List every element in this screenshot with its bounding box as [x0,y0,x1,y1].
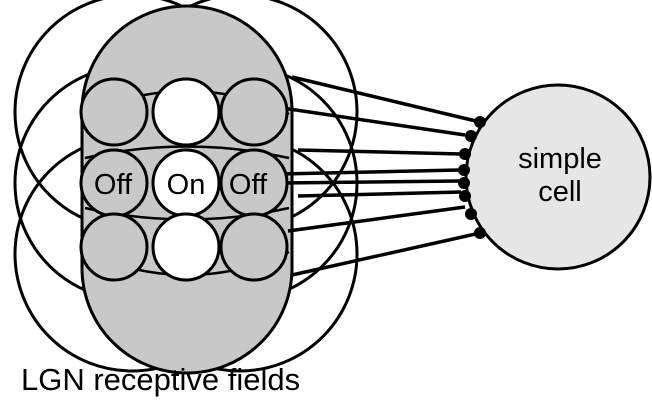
center-circle-off-bottom-right [219,212,289,282]
connection-line [279,179,460,185]
connection-line [297,148,462,156]
synapse-dots [458,116,486,239]
connections [261,75,481,277]
synapse-dot [459,190,471,202]
center-circle-on-top [151,77,221,147]
simple-cell [464,83,652,271]
synapse-dot [465,130,477,142]
synapse-dot [459,148,471,160]
center-circle-on-bottom [151,212,221,282]
connection-line [291,231,481,277]
synapse-dot [474,116,486,128]
connection-line [279,168,460,176]
center-circle-off-bottom-left [79,212,149,282]
simple-cell-label-line2: cell [538,176,582,208]
center-circle-off-top-right [219,77,289,147]
simple-cell-label-line1: simple [518,143,602,175]
connection-line [261,103,466,137]
connection-line [287,205,466,233]
center-circle-off-top-left [79,77,149,147]
on-label-center: On [167,169,206,201]
synapse-dot [458,164,470,176]
synapse-dot [465,208,477,220]
connection-line [297,190,462,198]
caption-lgn-receptive-fields: LGN receptive fields [21,362,301,397]
connection-line [291,75,481,124]
synapse-dot [474,227,486,239]
off-label-right: Off [229,169,268,201]
off-label-left: Off [94,169,133,201]
center-circles [79,77,289,282]
synapse-dot [458,177,470,189]
